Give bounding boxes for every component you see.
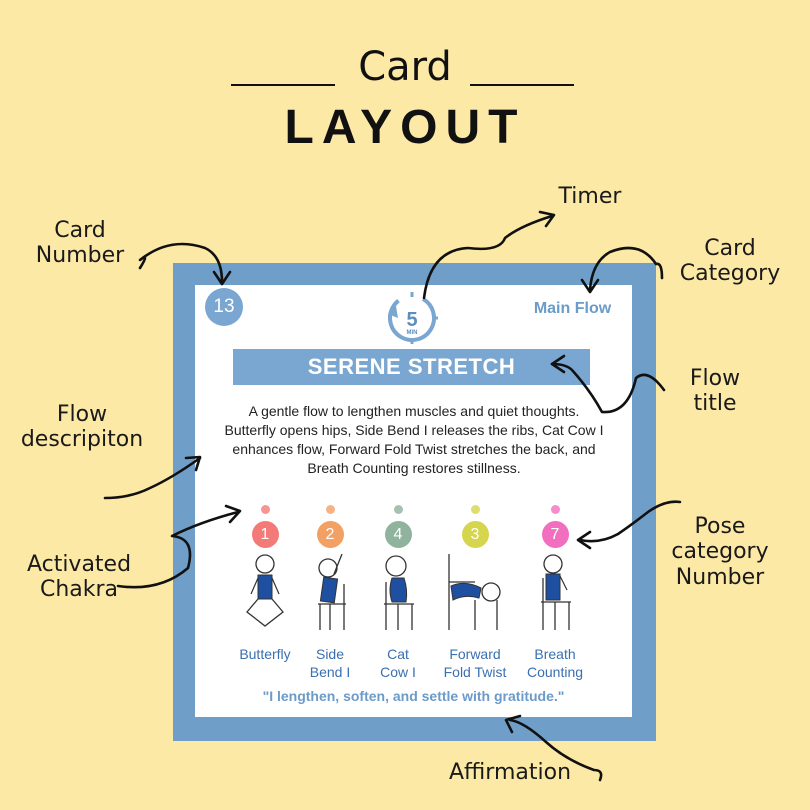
title-layout: LAYOUT xyxy=(284,101,526,154)
chakra-dot xyxy=(550,505,560,514)
label-card-category-line2: Category xyxy=(679,261,781,287)
pose-name-line2: Bend I xyxy=(309,664,351,680)
label-activated-chakra: Activated Chakra xyxy=(18,552,140,603)
pose-name-line2: Fold Twist xyxy=(443,664,507,680)
label-flow-description-line2: descripiton xyxy=(20,427,144,453)
arrow-card-category-head xyxy=(580,278,600,294)
arrow-activated-chakra xyxy=(116,510,240,589)
timer-icon: 5 MIN xyxy=(388,292,438,344)
label-activated-chakra-line1: Activated xyxy=(26,552,132,577)
label-flow-title: Flow title xyxy=(672,366,758,417)
pose-figure-cat-cow xyxy=(384,555,414,630)
pose-name-line1: Forward xyxy=(449,646,501,662)
card-number-badge: 13 xyxy=(205,288,243,326)
chakra-dot xyxy=(393,505,403,514)
arrow-affirmation-head xyxy=(504,714,522,734)
arrow-card-number xyxy=(138,242,224,284)
pose-name-line2: Counting xyxy=(526,664,584,680)
label-pose-category-number-line1: Pose xyxy=(694,514,746,539)
pose-name: Side Bend I xyxy=(290,645,370,681)
arrow-affirmation xyxy=(508,718,603,782)
arrow-timer-head xyxy=(538,210,556,228)
label-flow-title-line1: Flow xyxy=(689,366,741,391)
pose-breath-counting: 7 Breath Counting xyxy=(515,505,595,681)
label-card-number: Card Number xyxy=(30,218,130,269)
card-category: Main Flow xyxy=(533,300,612,317)
flow-title: SERENE STRETCH xyxy=(233,349,590,385)
affirmation: "I lengthen, soften, and settle with gra… xyxy=(262,688,565,704)
pose-butterfly: 1 Butterfly xyxy=(225,505,305,663)
pose-forward-fold-twist: 3 Forward Fold Twist xyxy=(435,505,515,681)
pose-cat-cow: 4 Cat Cow I xyxy=(358,505,438,681)
pose-name-line1: Butterfly xyxy=(239,646,291,662)
arrow-timer xyxy=(422,214,554,300)
pose-figure-breath-counting xyxy=(541,554,571,630)
arrow-card-number-head xyxy=(212,270,232,286)
pose-figure-butterfly xyxy=(246,554,284,627)
flow-description: A gentle flow to lengthen muscles and qu… xyxy=(224,403,604,476)
label-pose-category-number-line2: category xyxy=(671,539,769,565)
pose-name-line2: Cow I xyxy=(380,664,416,680)
title-card: Card xyxy=(358,44,452,90)
pose-category-number: 7 xyxy=(541,521,569,548)
title-rule-right xyxy=(470,84,574,86)
label-card-category: Card Category xyxy=(668,236,792,287)
pose-figure-side-bend xyxy=(318,553,346,630)
pose-category-number: 1 xyxy=(251,521,279,548)
chakra-dot xyxy=(470,505,480,514)
label-pose-category-number-line3: Number xyxy=(675,564,765,590)
label-affirmation: Affirmation xyxy=(448,760,572,785)
label-flow-title-line2: title xyxy=(693,391,737,417)
chakra-dot xyxy=(325,505,335,514)
label-card-category-line1: Card xyxy=(704,236,756,261)
arrow-flow-description xyxy=(103,456,202,500)
label-timer: Timer xyxy=(558,184,622,209)
timer-unit: MIN xyxy=(407,330,418,336)
arrow-pose-category-number-head xyxy=(576,530,592,550)
pose-name: Butterfly xyxy=(225,645,305,663)
pose-name: Forward Fold Twist xyxy=(435,645,515,681)
label-flow-description: Flow descripiton xyxy=(12,402,152,453)
pose-category-number: 2 xyxy=(316,521,344,548)
arrow-flow-description-head xyxy=(184,455,202,472)
pose-category-number: 4 xyxy=(384,521,412,548)
arrow-activated-chakra-head xyxy=(224,504,242,524)
label-pose-category-number: Pose category Number xyxy=(664,514,776,590)
label-flow-description-line1: Flow xyxy=(56,402,108,427)
label-card-number-line1: Card xyxy=(54,218,106,243)
pose-name-line1: Side xyxy=(315,646,345,662)
pose-name-line1: Cat xyxy=(387,646,409,662)
pose-name-line1: Breath xyxy=(534,646,576,662)
chakra-dot xyxy=(260,505,270,514)
pose-category-number: 3 xyxy=(461,521,489,548)
label-card-number-line2: Number xyxy=(35,243,125,269)
pose-figure-forward-fold-twist xyxy=(448,554,501,630)
arrow-card-category xyxy=(588,246,664,292)
arrow-flow-title-head xyxy=(550,354,566,374)
arrow-pose-category-number xyxy=(578,500,682,543)
title-rule-left xyxy=(231,84,335,86)
label-activated-chakra-line2: Chakra xyxy=(39,577,119,603)
timer-minutes: 5 xyxy=(406,309,417,331)
pose-name: Cat Cow I xyxy=(358,645,438,681)
pose-name: Breath Counting xyxy=(515,645,595,681)
arrow-flow-title xyxy=(550,362,666,414)
pose-side-bend: 2 Side Bend I xyxy=(290,505,370,681)
